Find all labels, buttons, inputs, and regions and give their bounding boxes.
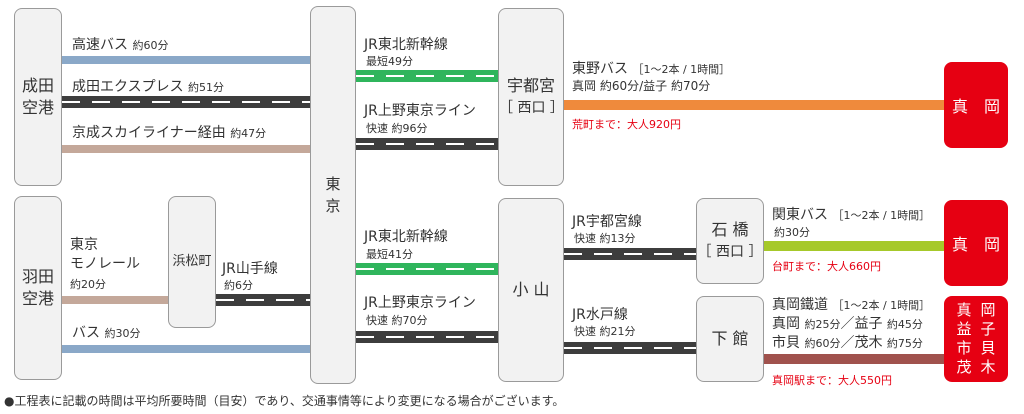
moka-rail-fare: 真岡駅まで：大人550円 <box>772 374 892 387</box>
monorail-time: 約20分 <box>70 278 106 291</box>
tohoku-2-label: JR東北新幹線 <box>364 229 448 245</box>
kanto-bus-fare: 台町まで：大人660円 <box>772 260 881 273</box>
destination-char: 益 <box>956 320 972 338</box>
hamamatsucho-box: 浜松町 <box>168 196 216 328</box>
tono-bus-label: 東野バス ［1〜2本 / 1時間］ <box>572 61 731 77</box>
haneda-airport-box: 羽田 空港 <box>14 196 62 380</box>
tono-bus-line <box>564 100 944 110</box>
destination-char: 真 <box>956 301 972 319</box>
utsunomiya-line <box>564 248 696 260</box>
destination-char: 市 <box>956 339 972 357</box>
tohoku-1-sub: 最短49分 <box>366 55 413 68</box>
ueno-tokyo-line-1 <box>356 138 498 150</box>
tono-bus-fare: 荒町まで：大人920円 <box>572 118 681 131</box>
destination-char: 岡 <box>980 301 996 319</box>
monorail-label: 東京 モノレール <box>70 237 140 272</box>
haneda-bus-line <box>62 345 310 353</box>
destination-char: 木 <box>980 358 996 376</box>
moka-railway-line <box>764 354 944 364</box>
mito-line-sub: 快速 約21分 <box>574 325 636 338</box>
narita-bus-line <box>62 56 310 64</box>
tokyo-station-box: 東 京 <box>310 6 356 384</box>
utsunomiya-line-label: JR宇都宮線 <box>572 214 642 230</box>
yamanote-time: 約6分 <box>224 279 253 292</box>
haneda-bus-label: バス 約30分 <box>72 325 141 341</box>
moka-destination-2: 真 岡 <box>944 200 1008 286</box>
mito-line <box>564 342 696 354</box>
narita-airport-box: 成田 空港 <box>14 8 62 186</box>
ueno-2-label: JR上野東京ライン <box>364 295 476 311</box>
ishibashi-label: 石 橋 <box>711 220 749 239</box>
kanto-bus-line <box>764 241 944 251</box>
ueno-2-sub: 快速 約70分 <box>366 314 428 327</box>
utsunomiya-box: 宇都宮 ［ 西口 ］ <box>498 8 564 186</box>
tohoku-shinkansen-line-1 <box>356 70 498 82</box>
mito-line-label: JR水戸線 <box>572 307 628 323</box>
moka-rail-times-1: 真岡 約25分／益子 約45分 <box>772 316 923 332</box>
kanto-bus-label: 関東バス ［1〜2本 / 1時間］ <box>772 207 931 223</box>
kanto-bus-sub: 約30分 <box>774 226 810 239</box>
monorail-line <box>62 296 168 304</box>
moka-destination-1: 真 岡 <box>944 62 1008 148</box>
ueno-1-sub: 快速 約96分 <box>366 122 428 135</box>
moka-rail-times-2: 市貝 約60分／茂木 約75分 <box>772 335 923 351</box>
moka-multi-destination: 真岡益子市貝茂木 <box>944 296 1008 382</box>
keisei-line <box>62 145 310 153</box>
utsunomiya-exit-label: ［ 西口 ］ <box>499 100 564 116</box>
ueno-1-label: JR上野東京ライン <box>364 103 476 119</box>
moka-rail-label: 真岡鐵道 ［1〜2本 / 1時間］ <box>772 297 931 313</box>
ueno-tokyo-line-2 <box>356 331 498 343</box>
keisei-label: 京成スカイライナー経由 約47分 <box>72 125 267 141</box>
oyama-box: 小 山 <box>498 198 564 382</box>
destination-char: 貝 <box>980 339 996 357</box>
tono-bus-sub: 真岡 約60分/益子 約70分 <box>572 79 711 93</box>
narita-express-label: 成田エクスプレス 約51分 <box>72 79 225 95</box>
destination-char: 子 <box>980 320 996 338</box>
tohoku-1-label: JR東北新幹線 <box>364 37 448 53</box>
yamanote-label: JR山手線 <box>222 261 278 277</box>
tohoku-shinkansen-line-2 <box>356 263 498 275</box>
yamanote-line <box>216 294 310 306</box>
shimodate-box: 下 館 <box>696 296 764 382</box>
narita-bus-label: 高速バス 約60分 <box>72 37 169 53</box>
ishibashi-exit-label: ［ 西口 ］ <box>697 244 763 260</box>
ishibashi-box: 石 橋 ［ 西口 ］ <box>696 198 764 284</box>
footnote: ●工程表に記載の時間は平均所要時間（目安）であり、交通事情等により変更になる場合… <box>4 394 565 408</box>
utsunomiya-label: 宇都宮 <box>506 76 555 95</box>
destination-grid: 真岡益子市貝茂木 <box>954 301 998 377</box>
narita-express-line <box>62 96 310 108</box>
utsunomiya-line-sub: 快速 約13分 <box>574 232 636 245</box>
tohoku-2-sub: 最短41分 <box>366 248 413 261</box>
destination-char: 茂 <box>956 358 972 376</box>
